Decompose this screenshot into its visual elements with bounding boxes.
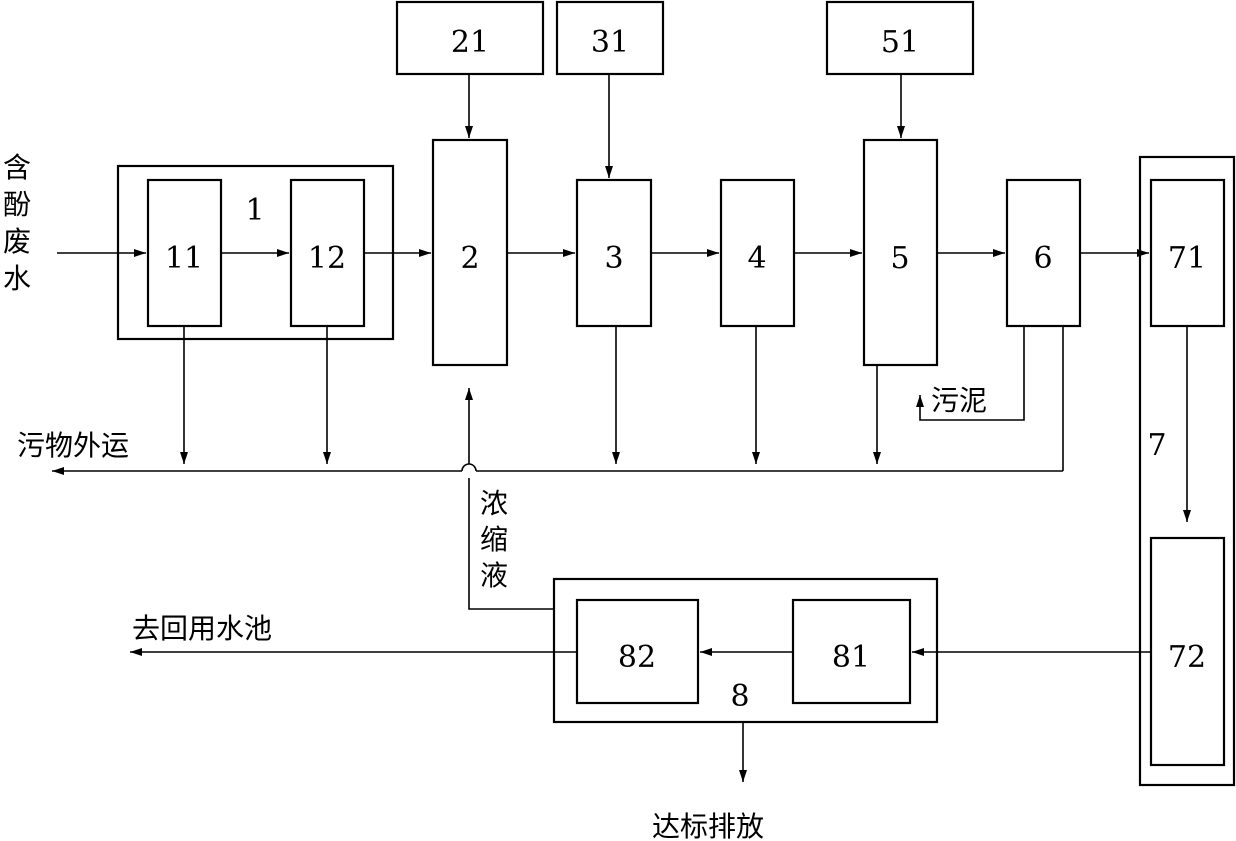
- sludge-return-line: [916, 326, 1025, 421]
- inlet-label-char-2: 酚: [3, 188, 31, 221]
- concentrate-label-char-1: 浓: [480, 487, 508, 520]
- unit-2-label: 2: [460, 241, 479, 276]
- unit-8-box: [552, 577, 939, 724]
- unit-7-box: [1138, 155, 1236, 787]
- discharge-label: 达标排放: [652, 810, 764, 841]
- unit-31-box: [555, 0, 665, 76]
- unit-31-label: 31: [591, 25, 629, 60]
- unit-11-label: 11: [165, 241, 203, 276]
- inlet-label-char-3: 废: [3, 225, 31, 258]
- waste-out-label: 污物外运: [17, 429, 129, 462]
- unit-21-label: 21: [451, 25, 489, 60]
- unit-8-label: 8: [730, 679, 749, 714]
- unit-7-label: 7: [1147, 428, 1166, 463]
- reuse-pool-label: 去回用水池: [132, 612, 272, 645]
- unit-71-label: 71: [1168, 241, 1206, 276]
- unit-51-label: 51: [881, 25, 919, 60]
- concentrate-return-line: [469, 388, 554, 610]
- waste-line-crossover: [461, 463, 477, 472]
- concentrate-label-char-3: 液: [480, 559, 508, 592]
- unit-51-box: [825, 0, 975, 76]
- unit-81-label: 81: [832, 640, 870, 675]
- unit-4-label: 4: [747, 241, 766, 276]
- unit-5-label: 5: [890, 241, 909, 276]
- unit-6-label: 6: [1033, 241, 1052, 276]
- unit-12-label: 12: [308, 241, 346, 276]
- unit-21-box: [395, 0, 545, 76]
- unit-1-label: 1: [245, 193, 264, 228]
- concentrate-label-char-2: 缩: [480, 523, 508, 556]
- inlet-label-char-4: 水: [3, 262, 31, 295]
- unit-3-label: 3: [604, 241, 623, 276]
- inlet-label-char-1: 含: [3, 151, 31, 184]
- unit-82-label: 82: [618, 640, 656, 675]
- unit-72-label: 72: [1168, 640, 1206, 675]
- sludge-label: 污泥: [931, 384, 987, 417]
